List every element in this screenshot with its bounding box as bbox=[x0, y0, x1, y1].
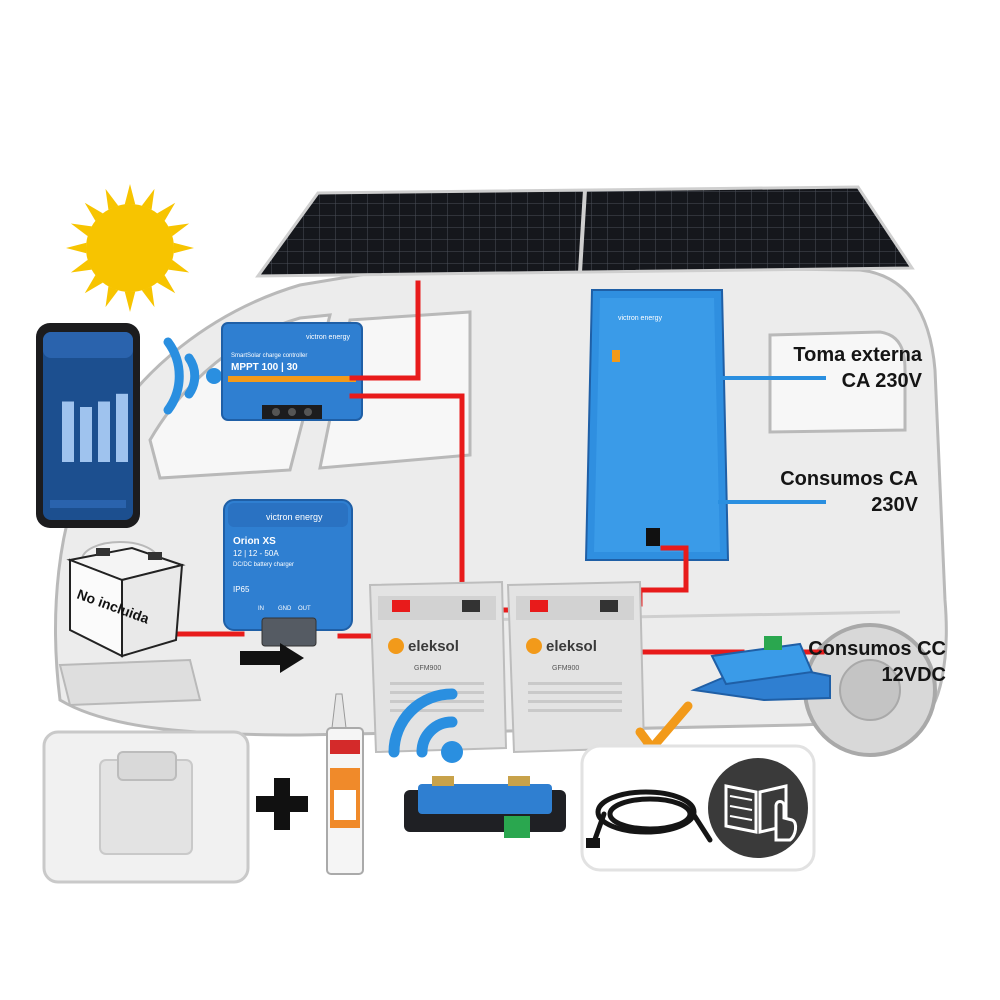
orion-ip: IP65 bbox=[233, 585, 250, 594]
sun-ray bbox=[141, 286, 155, 308]
solar-panel bbox=[255, 185, 915, 278]
orion-dc-dc-charger: victron energy Orion XS 12 | 12 - 50A DC… bbox=[223, 499, 353, 647]
sun-ray bbox=[141, 188, 155, 210]
sun-ray bbox=[124, 184, 136, 205]
roof-mount-bracket bbox=[42, 730, 250, 884]
front-bumper bbox=[58, 658, 202, 707]
cable-icon bbox=[586, 789, 713, 848]
battery-brand: eleksol bbox=[408, 638, 459, 655]
battery-monitor-shunt bbox=[404, 776, 566, 838]
sun-ray bbox=[84, 275, 103, 294]
label-dc-loads: Consumos CC 12VDC bbox=[770, 636, 946, 688]
wifi-icon bbox=[163, 337, 222, 415]
sun-ray bbox=[124, 291, 136, 312]
battery-spec-line bbox=[390, 709, 484, 712]
label-external-ac: Toma externa CA 230V bbox=[740, 342, 922, 394]
mppt-subtitle: SmartSolar charge controller bbox=[231, 353, 307, 359]
eleksol-logo-icon bbox=[526, 638, 542, 654]
orion-terminals: IN GND OUT bbox=[258, 606, 311, 612]
inverter-charger: victron energy bbox=[584, 289, 730, 561]
manual-book-icon bbox=[708, 758, 808, 858]
label-ac-loads-line1: Consumos CA bbox=[780, 468, 918, 490]
label-dc-loads-line1: Consumos CC bbox=[808, 638, 946, 660]
mppt-controller: victron energy SmartSolar charge control… bbox=[221, 322, 363, 421]
sun-ray bbox=[105, 286, 119, 308]
label-external-ac-line2: CA 230V bbox=[841, 370, 922, 392]
arrow-right-icon bbox=[240, 643, 304, 673]
rear-window bbox=[768, 330, 907, 434]
battery-model: GFM900 bbox=[414, 665, 441, 672]
orion-subtitle: DC/DC battery charger bbox=[233, 562, 294, 568]
plus-icon bbox=[256, 778, 308, 830]
label-dc-loads-line2: 12VDC bbox=[881, 664, 946, 686]
sun-ray bbox=[168, 223, 190, 237]
phone-app bbox=[36, 323, 140, 528]
orion-brand: victron energy bbox=[266, 512, 323, 522]
eleksol-logo-icon bbox=[388, 638, 404, 654]
battery-terminal-positive bbox=[530, 600, 548, 612]
orion-terminal-label: GND bbox=[278, 606, 292, 612]
rear-wheel-hub bbox=[839, 659, 901, 721]
app-chart-bar bbox=[62, 401, 74, 462]
sun-ray bbox=[70, 223, 92, 237]
wifi-icon bbox=[388, 688, 463, 763]
app-chart-bar bbox=[80, 407, 92, 462]
battery-terminal-negative bbox=[600, 600, 618, 612]
inverter-brand: victron energy bbox=[618, 315, 662, 322]
label-ac-loads-line2: 230V bbox=[871, 494, 918, 516]
orion-rating: 12 | 12 - 50A bbox=[233, 549, 279, 558]
battery-terminal-negative bbox=[462, 600, 480, 612]
mppt-model: MPPT 100 | 30 bbox=[231, 362, 298, 373]
orion-terminal-label: OUT bbox=[298, 606, 311, 612]
sealant-tube bbox=[326, 693, 364, 875]
battery-spec-line bbox=[528, 691, 622, 694]
battery-terminal-positive bbox=[392, 600, 410, 612]
label-ac-loads: Consumos CA 230V bbox=[740, 466, 918, 518]
accessories-box bbox=[580, 744, 816, 872]
sun-icon bbox=[66, 184, 194, 312]
battery-brand: eleksol bbox=[546, 638, 597, 655]
battery-spec-line bbox=[528, 709, 622, 712]
battery-spec-line bbox=[390, 682, 484, 685]
app-bar-chart bbox=[62, 393, 128, 462]
sun-ray bbox=[157, 202, 176, 221]
battery-spec-line bbox=[528, 682, 622, 685]
battery-protect bbox=[690, 636, 831, 702]
sun-ray bbox=[168, 259, 190, 273]
sun-ray bbox=[84, 202, 103, 221]
wire-panel-to-mppt bbox=[349, 280, 421, 381]
starter-battery: No incluida bbox=[66, 546, 186, 658]
sun-disc bbox=[86, 204, 174, 292]
sun-ray bbox=[173, 242, 194, 254]
sun-ray bbox=[70, 259, 92, 273]
orion-model: Orion XS bbox=[233, 536, 276, 547]
wire-mppt-to-battery bbox=[349, 393, 465, 601]
orion-terminal-label: IN bbox=[258, 606, 264, 612]
battery-spec-line bbox=[528, 700, 622, 703]
mppt-brand: victron energy bbox=[306, 334, 350, 341]
battery-model: GFM900 bbox=[552, 665, 579, 672]
sun-ray bbox=[157, 275, 176, 294]
app-chart-bar bbox=[116, 393, 128, 462]
app-chart-bar bbox=[98, 401, 110, 462]
sun-ray bbox=[105, 188, 119, 210]
sun-ray bbox=[66, 242, 87, 254]
label-external-ac-line1: Toma externa bbox=[793, 344, 922, 366]
